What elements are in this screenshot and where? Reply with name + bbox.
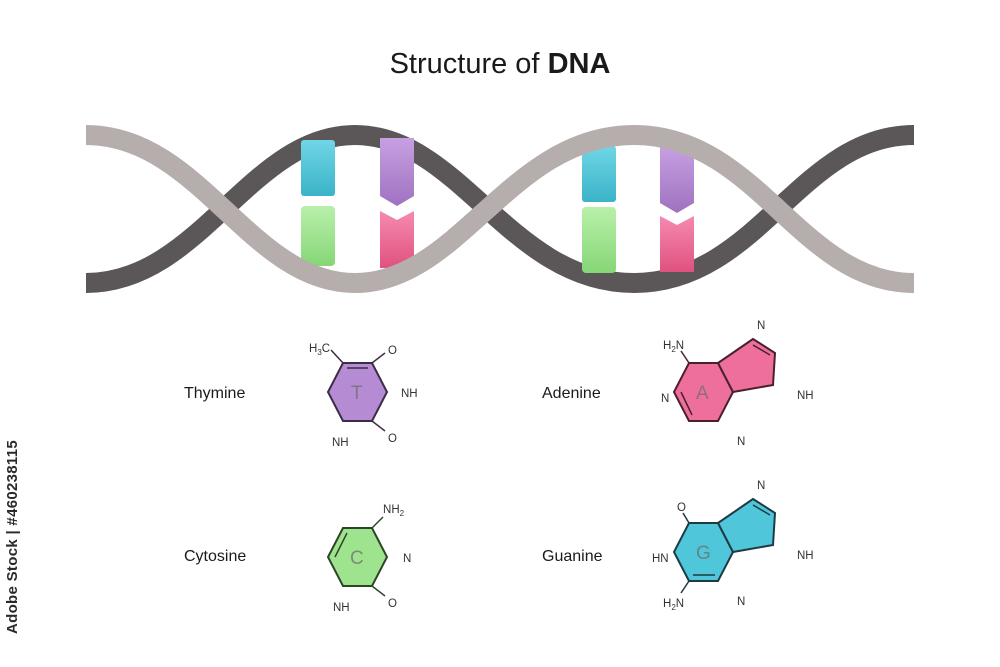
stock-watermark: Adobe Stock | #460238115 [4,434,32,634]
adenine-ring-5 [716,337,777,394]
thymine-right-nh: NH [401,388,418,400]
cyan-base-block [582,146,616,202]
guanine-bottom-n: N [737,596,745,608]
watermark-text: Adobe Stock | #460238115 [4,439,21,634]
dna-double-helix [85,124,915,294]
thymine-top-oxygen: O [388,345,397,357]
guanine-structure: G O N NH HN N H2N [652,480,814,612]
adenine-ring-letter: A [696,383,709,404]
adenine-bottom-n: N [737,436,745,448]
svg-text:NH2: NH2 [383,504,405,518]
thymine-bottom-oxygen: O [388,433,397,445]
adenine-left-n: N [661,393,669,405]
thymine-ring-letter: T [351,383,363,404]
base-pair-3 [582,146,616,273]
base-pair-1 [301,140,335,266]
adenine-label: Adenine [542,385,601,402]
adenine-right-nh: NH [797,390,814,402]
title-emphasis: DNA [547,48,611,80]
svg-text:H3C: H3C [309,343,330,357]
cytosine-label: Cytosine [184,548,247,565]
title-prefix: Structure of [389,48,540,80]
cytosine-structure: C NH2 N NH O [326,504,411,614]
purple-base-block [380,138,414,206]
page-title: Structure of DNA [0,48,1000,81]
svg-text:H2N: H2N [663,598,684,612]
guanine-top-oxygen: O [677,502,686,514]
guanine-ring-letter: G [696,543,711,564]
cytosine-right-n: N [403,553,411,565]
base-pair-2 [380,138,414,268]
svg-text:H2N: H2N [663,340,684,354]
pink-base-block [660,216,694,272]
guanine-label: Guanine [542,548,603,565]
front-strand [85,124,915,294]
adenine-top-n: N [757,320,765,332]
green-base-block [582,207,616,273]
thymine-bottom-nh: NH [332,437,349,449]
guanine-left-hn: HN [652,553,669,565]
pink-base-block [380,211,414,268]
thymine-structure: T H3C O NH NH O [309,343,418,449]
guanine-right-nh: NH [797,550,814,562]
guanine-ring-5 [716,497,777,554]
green-base-block [301,206,335,266]
cytosine-bottom-nh: NH [333,602,350,614]
base-pair-4 [660,146,694,272]
cytosine-ring-letter: C [350,548,364,569]
purple-base-block [660,146,694,213]
adenine-structure: A H2N N NH N N [661,320,814,448]
cyan-base-block [301,140,335,196]
thymine-label: Thymine [184,385,246,402]
guanine-top-n: N [757,480,765,492]
cytosine-bottom-oxygen: O [388,598,397,610]
